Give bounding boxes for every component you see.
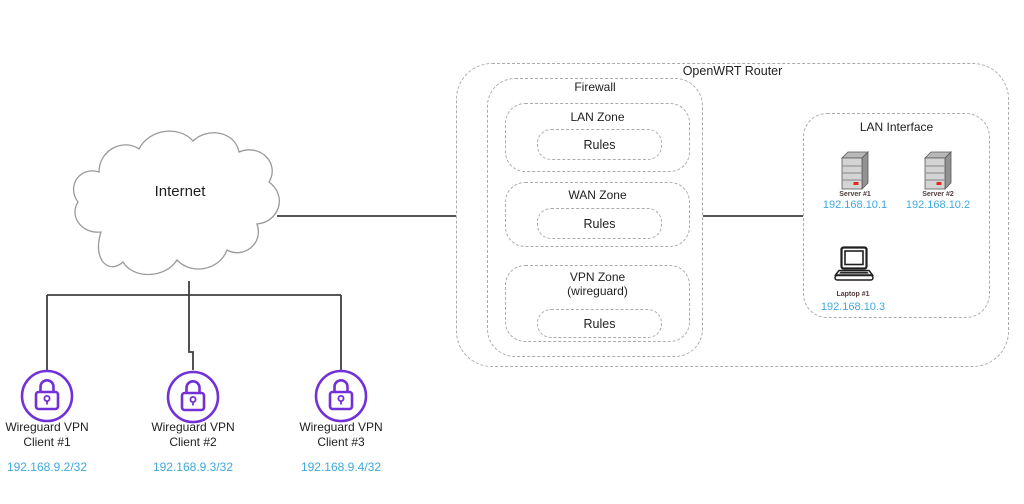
openwrt-router-box [456,63,1009,367]
server2-ip: 192.168.10.2 [905,199,971,211]
vpn-zone-rules-label: Rules [583,316,616,331]
wan-zone-box [505,182,690,247]
lan-interface-box [803,113,990,318]
lock-icon [166,370,220,424]
vpn-client3-label: Wireguard VPN Client #3 [276,420,406,450]
vpn-zone-label-line2: (wireguard) [567,283,628,298]
vpn-client3-label-line2: Client #3 [317,435,365,449]
server-icon [841,151,869,190]
wan-zone-label: WAN Zone [568,188,627,202]
vpn-zone-label-line1: VPN Zone [569,270,626,284]
laptop1-ip: 192.168.10.3 [820,301,886,313]
firewall-label: Firewall [574,80,616,94]
server-icon [924,151,952,190]
vpn-zone-box [505,265,690,342]
laptop-icon [833,246,875,281]
lan-zone-label: LAN Zone [570,110,625,124]
vpn-client1-ip: 192.168.9.2/32 [6,460,88,474]
vpn-client2-label-line2: Client #2 [169,435,217,449]
connector-cloud-to-client2 [188,281,194,370]
lan-zone-rules-box: Rules [537,129,662,160]
vpn-client2-label-line1: Wireguard VPN [151,420,235,434]
server1-ip: 192.168.10.1 [822,199,888,211]
vpn-client1-label-line1: Wireguard VPN [5,420,89,434]
server1-label: Server #1 [839,191,871,198]
vpn-client1-label-line2: Client #1 [23,435,71,449]
vpn-client2-ip: 192.168.9.3/32 [152,460,234,474]
vpn-zone-label: VPN Zone (wireguard) [505,270,690,298]
vpn-client3-ip: 192.168.9.4/32 [300,460,382,474]
lock-icon [314,369,368,423]
laptop1-label: Laptop #1 [836,291,870,298]
lan-zone-rules-label: Rules [583,137,616,152]
vpn-zone-rules-box: Rules [537,309,662,338]
internet-cloud-shape [72,130,280,276]
vpn-client3-label-line1: Wireguard VPN [299,420,383,434]
vpn-client2-label: Wireguard VPN Client #2 [128,420,258,450]
lan-zone-box [505,103,690,172]
vpn-client1-label: Wireguard VPN Client #1 [0,420,112,450]
internet-label: Internet [154,183,206,200]
wan-zone-rules-box: Rules [537,208,662,239]
firewall-box [487,78,703,357]
lan-interface-label: LAN Interface [859,120,934,134]
openwrt-router-label: OpenWRT Router [682,64,783,78]
server2-label: Server #2 [922,191,954,198]
lock-icon [20,369,74,423]
wan-zone-rules-label: Rules [583,216,616,231]
